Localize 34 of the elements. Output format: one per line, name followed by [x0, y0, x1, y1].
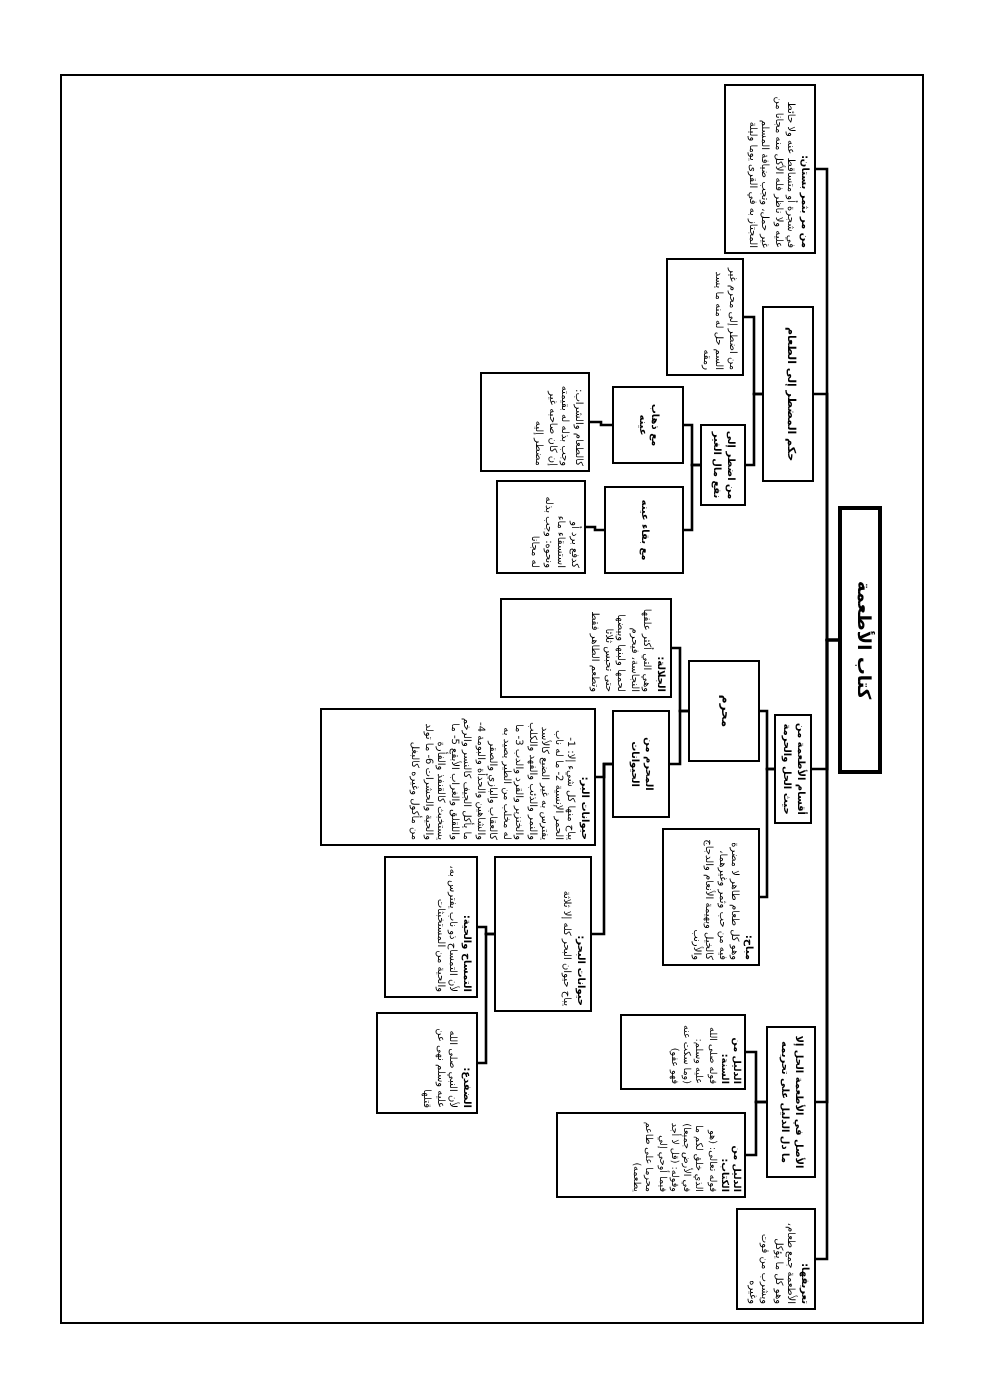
connector-line — [816, 167, 838, 642]
topic-box — [320, 708, 596, 846]
connector-line — [746, 1050, 766, 1104]
connector-line — [672, 646, 688, 713]
topic-box — [700, 424, 746, 506]
connector-line — [478, 925, 494, 936]
connector-line — [586, 525, 604, 532]
topic-box — [612, 386, 684, 464]
connector-line — [596, 762, 612, 779]
topic-box — [762, 306, 814, 482]
topic-box — [612, 710, 670, 818]
topic-box — [774, 714, 812, 824]
topic-box — [766, 1026, 816, 1178]
topic-box — [494, 856, 592, 1012]
root-box — [838, 506, 882, 774]
topic-box — [666, 258, 744, 376]
topic-box — [604, 486, 684, 574]
topic-box — [376, 1012, 478, 1114]
topic-box — [724, 84, 816, 254]
connector-line — [590, 420, 612, 427]
connector-line — [744, 315, 762, 396]
root-title: كتاب الأطعمة — [849, 580, 872, 700]
connector-line — [684, 423, 700, 467]
topic-box — [480, 372, 590, 472]
topic-box — [662, 828, 760, 966]
topic-box — [500, 598, 672, 698]
topic-box — [688, 660, 760, 762]
topic-box — [384, 856, 478, 998]
connector-line — [760, 709, 774, 771]
connector-line — [760, 767, 774, 899]
topic-box — [620, 1014, 746, 1090]
topic-box — [496, 480, 586, 574]
topic-box — [556, 1112, 746, 1198]
topic-box — [736, 1208, 816, 1310]
